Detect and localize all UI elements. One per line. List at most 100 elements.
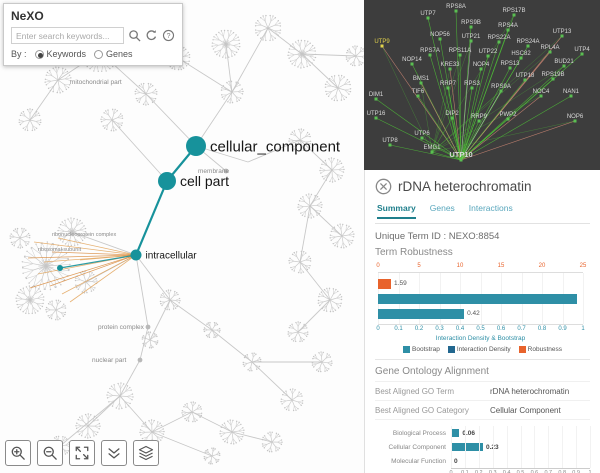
network-node-label[interactable]: RPS9B [461,20,481,26]
radio-keywords-circle[interactable] [34,49,44,59]
network-node-label[interactable]: UTP9 [374,39,390,45]
close-icon[interactable] [375,178,392,195]
term-title: rDNA heterochromatin [398,179,532,194]
bar-robustness: 1.59 [378,277,583,290]
network-node-label[interactable]: NOP14 [402,57,422,63]
network-node-label[interactable]: BUD21 [554,59,574,65]
fit-view-button[interactable] [69,440,95,466]
expand-levels-button[interactable] [101,440,127,466]
network-node-label[interactable]: RPS4A [498,23,518,29]
ontology-node-label-cell-part[interactable]: cell part [180,173,229,189]
ontology-node-label-intracellular[interactable]: intracellular [146,251,198,262]
network-node-label[interactable]: NOP6 [567,114,584,120]
network-node-label[interactable]: UTP4 [574,47,590,53]
radio-genes-circle[interactable] [94,49,104,59]
network-node-label[interactable]: UTP16 [367,111,386,117]
network-node-label[interactable]: DIP2 [445,111,459,117]
row-label: Best Aligned GO Category [375,405,469,415]
network-node-label[interactable]: RPS22A [487,35,510,41]
row-value: rDNA heterochromatin [490,386,570,396]
network-node-label[interactable]: UTP10 [449,150,472,159]
network-node-label[interactable]: UTP18 [516,73,535,79]
tree-label: mitochondrial part [70,79,122,86]
row-label: Best Aligned GO Term [375,386,454,396]
network-node-label[interactable]: NOP56 [430,32,450,38]
divider [375,359,590,360]
network-node-label[interactable]: RPS7A [420,48,440,54]
robustness-axis-label: Interaction Density & Bootstrap [435,335,526,342]
help-icon[interactable]: ? [161,29,175,43]
ontology-node-cellular-component[interactable] [186,136,206,156]
refresh-icon[interactable] [144,29,158,43]
term-id-label: Unique Term ID : [375,231,447,242]
network-node-label[interactable]: TIF6 [412,89,425,95]
tree-label: ribosomal subunit [38,247,82,253]
ontology-node-intracellular[interactable] [130,249,142,261]
ontology-node-label-cellular-component[interactable]: cellular_component [210,138,341,155]
network-node-label[interactable]: UTP6 [414,131,430,137]
network-node-label[interactable]: NAN1 [563,89,580,95]
fit-view-icon [75,446,89,460]
network-node-label[interactable]: EMG1 [423,145,441,151]
network-node-label[interactable]: RPS24A [516,39,539,45]
detail-tabs: Summary Genes Interactions [375,200,590,224]
network-node-label[interactable]: RPS9A [491,84,511,90]
network-node-label[interactable]: RPS17B [502,8,525,14]
radio-keywords-label: Keywords [46,49,87,59]
zoom-in-button[interactable] [5,440,31,466]
network-node-label[interactable]: BMS1 [413,76,430,82]
network-node-label[interactable]: PWP2 [499,112,517,118]
network-node-label[interactable]: RPS11A [449,48,472,54]
go-alignment-title: Gene Ontology Alignment [375,366,489,377]
zoom-out-button[interactable] [37,440,63,466]
network-node-label[interactable]: RPS19B [541,72,564,78]
network-node-label[interactable]: UTP22 [479,49,498,55]
tab-genes[interactable]: Genes [429,203,455,213]
ontology-node-cell-part[interactable] [158,172,176,190]
unique-term-id: Unique Term ID : NEXO:8854 [375,231,590,242]
network-node-label[interactable]: UTP8 [382,138,398,144]
network-node-label[interactable]: DIM1 [369,92,384,98]
zoom-in-icon [11,446,25,460]
network-node-label[interactable]: UTP13 [553,29,572,35]
view-toolbar [5,440,159,466]
search-input[interactable] [11,27,124,44]
network-node-label[interactable]: UTP21 [462,34,481,40]
legend-item: Bootstrap [403,346,440,353]
tree-label: membrane [198,168,229,175]
layers-icon [138,445,154,461]
network-node-label[interactable]: HSC82 [511,51,531,57]
network-node-label[interactable]: RPL4A [540,45,559,51]
network-node-label[interactable]: NOP4 [473,62,490,68]
tab-interactions[interactable]: Interactions [468,203,513,213]
radio-keywords[interactable]: Keywords [34,49,87,59]
network-node-label[interactable]: RRP7 [440,81,457,87]
search-icon[interactable] [127,29,141,43]
term-detail-panel: rDNA heterochromatin Summary Genes Inter… [364,170,600,473]
search-mode-label: By : [11,49,27,59]
radio-genes[interactable]: Genes [94,49,133,59]
legend-item: Interaction Density [447,346,511,353]
tree-label: nuclear part [92,357,127,364]
network-node-label[interactable]: RPS13 [500,61,520,67]
network-node-label[interactable]: NOC4 [533,89,550,95]
network-node-label[interactable]: RPS3 [464,81,480,87]
network-node-label[interactable]: RRP9 [471,114,488,120]
network-node-label[interactable]: RPS8A [446,4,466,10]
term-id-value: NEXO:8854 [448,231,500,242]
network-node-label[interactable]: UTP7 [420,11,436,17]
table-row: Best Aligned GO Category Cellular Compon… [375,401,590,420]
layers-button[interactable] [133,440,159,466]
network-node-label[interactable]: KRE33 [440,62,460,68]
tab-summary[interactable]: Summary [377,203,416,219]
